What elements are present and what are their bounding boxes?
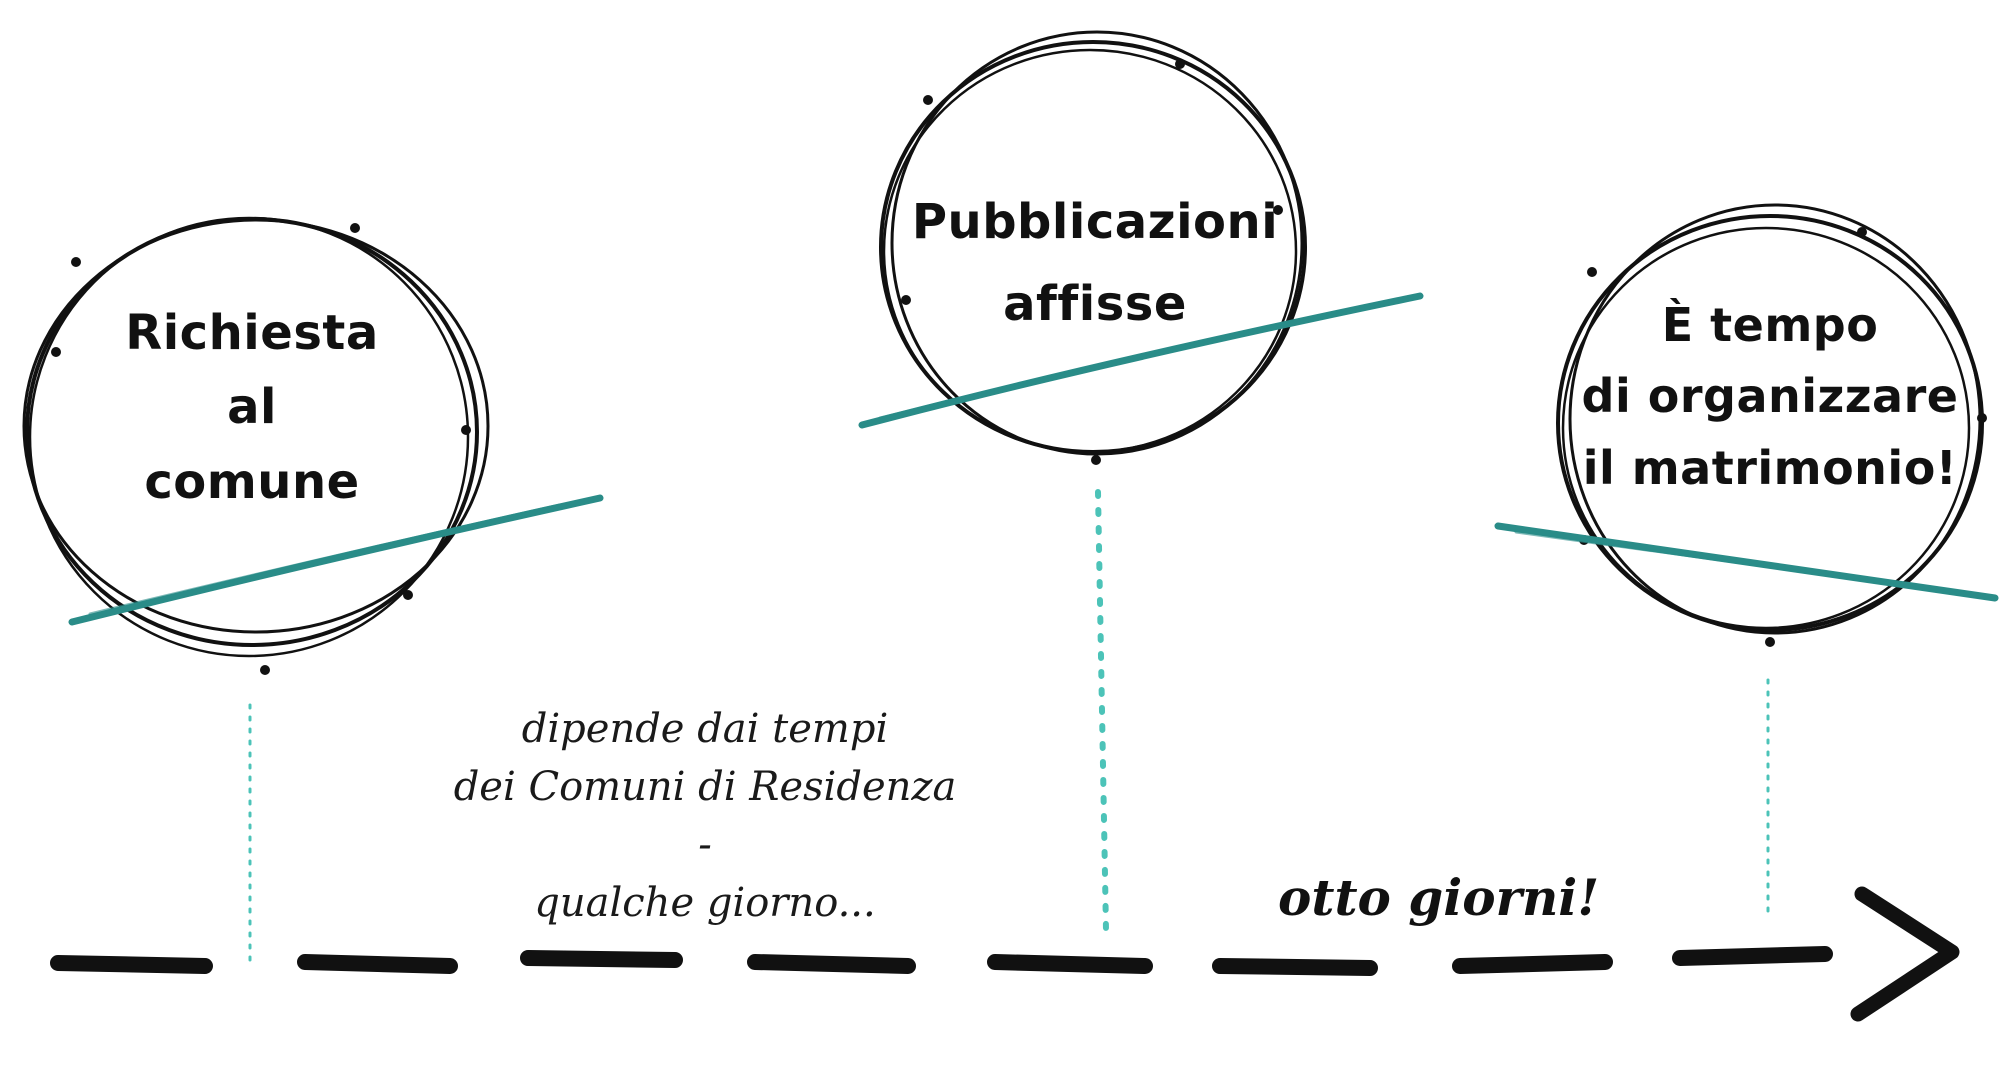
connector-2 <box>1095 489 1109 933</box>
step-circle-1 <box>22 216 490 675</box>
accent-stroke-2 <box>858 292 1424 429</box>
timing-note-line-2: dei Comuni di Residenza <box>453 764 957 810</box>
step-label-3: È tempo di organizzare il matrimonio! <box>1580 290 1960 504</box>
step-label-3-line-3: il matrimonio! <box>1582 440 1958 495</box>
step-label-1-line-1: Richiesta <box>125 305 379 361</box>
timeline-arrow <box>50 886 1960 1022</box>
step-circle-2 <box>879 30 1307 465</box>
timing-note-line-4: qualche giorno... <box>534 880 876 926</box>
duration-label: otto giorni! <box>1278 868 1600 927</box>
step-label-1-line-3: comune <box>144 453 360 510</box>
step-label-1-line-2: al <box>227 379 277 436</box>
step-label-2-line-1: Pubblicazioni <box>911 194 1279 250</box>
step-label-3-line-1: È tempo <box>1661 298 1879 352</box>
timing-note-line-3: - <box>698 822 712 868</box>
timing-note-line-1: dipende dai tempi <box>521 706 889 752</box>
step-label-2: Pubblicazioni affisse <box>905 182 1285 345</box>
timing-note: dipende dai tempi dei Comuni di Residenz… <box>410 700 1000 932</box>
accent-stroke-3 <box>1494 522 1999 602</box>
step-label-3-line-2: di organizzare <box>1581 369 1959 424</box>
accent-stroke-1 <box>68 494 604 626</box>
step-label-1: Richiesta al comune <box>102 296 402 519</box>
step-label-2-line-2: affisse <box>1003 275 1187 332</box>
